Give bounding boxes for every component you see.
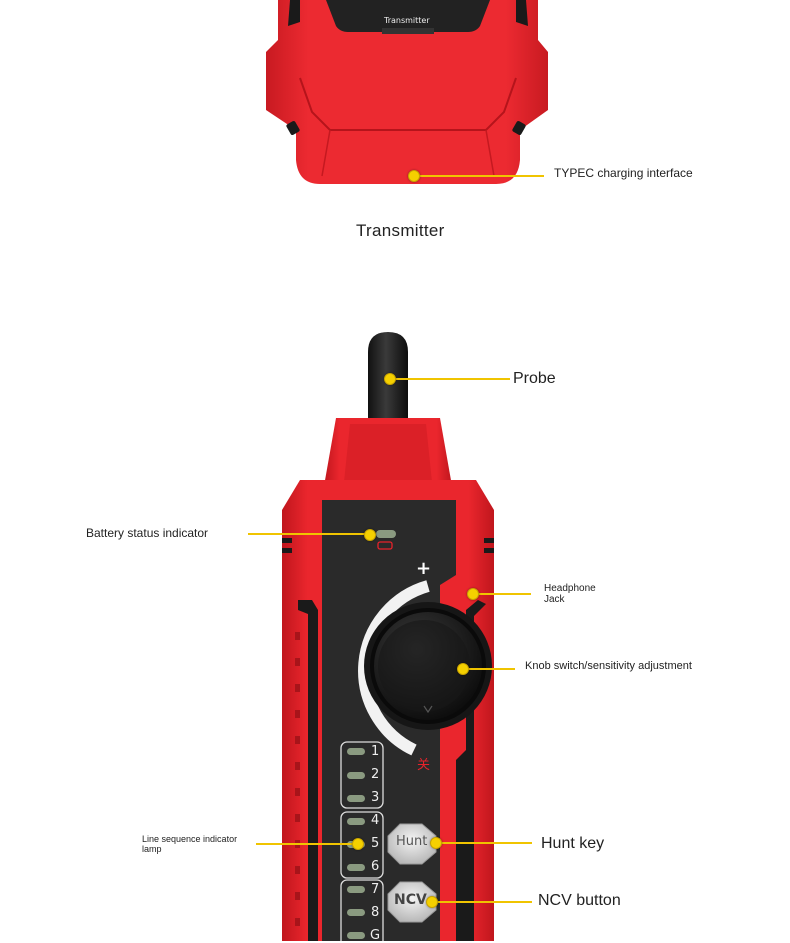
hunt-key-marker [430,837,442,849]
headphone-jack-label-line2: Jack [544,594,565,605]
line-sequence-label-line2: lamp [142,844,162,854]
battery-marker [364,529,376,541]
channel-label-6: 6 [371,859,380,874]
ncv-button-label: NCV button [538,892,621,909]
probe-label: Probe [513,370,556,387]
channel-label-5: 5 [371,836,380,851]
knob-leader-line [463,668,515,670]
line-sequence-leader-line [256,843,356,845]
line-sequence-label-line1: Line sequence indicator [142,834,238,844]
knob-marker [457,663,469,675]
typec-leader-line [414,175,544,177]
ncv-leader-line [432,901,532,903]
transmitter-illustration: Transmitter [0,0,790,200]
typec-charging-interface-label: TYPEC charging interface [554,166,693,180]
ncv-marker [426,896,438,908]
hunt-button[interactable]: Hunt [396,834,428,849]
knob-plus-sign: + [416,558,432,579]
transmitter-caption: Transmitter [356,221,445,240]
channel-label-g: G [370,928,381,943]
headphone-leader-line [473,593,531,595]
knob-off-glyph: 关 [417,758,431,773]
probe-marker [384,373,396,385]
channel-label-2: 2 [371,767,380,782]
headphone-jack-marker [467,588,479,600]
channel-label-3: 3 [371,790,380,805]
headphone-jack-label-line1: Headphone [544,583,596,594]
channel-label-7: 7 [371,882,380,897]
channel-label-4: 4 [371,813,380,828]
channel-label-1: 1 [371,744,380,759]
receiver-illustration: + 关 1 2 3 4 5 6 7 8 G Hunt NCV [0,320,790,943]
hunt-key-label: Hunt key [541,835,605,852]
transmitter-screen-label: Transmitter [384,16,430,25]
line-sequence-marker [352,838,364,850]
ncv-button[interactable]: NCV [394,892,427,908]
transmitter-body [266,0,548,184]
typec-marker [408,170,420,182]
battery-leader-line [248,533,370,535]
probe-leader-line [390,378,510,380]
knob-switch-label: Knob switch/sensitivity adjustment [525,660,692,672]
channel-label-8: 8 [371,905,380,920]
battery-status-indicator-label: Battery status indicator [86,526,209,540]
hunt-key-leader-line [436,842,532,844]
receiver-body [282,332,494,941]
